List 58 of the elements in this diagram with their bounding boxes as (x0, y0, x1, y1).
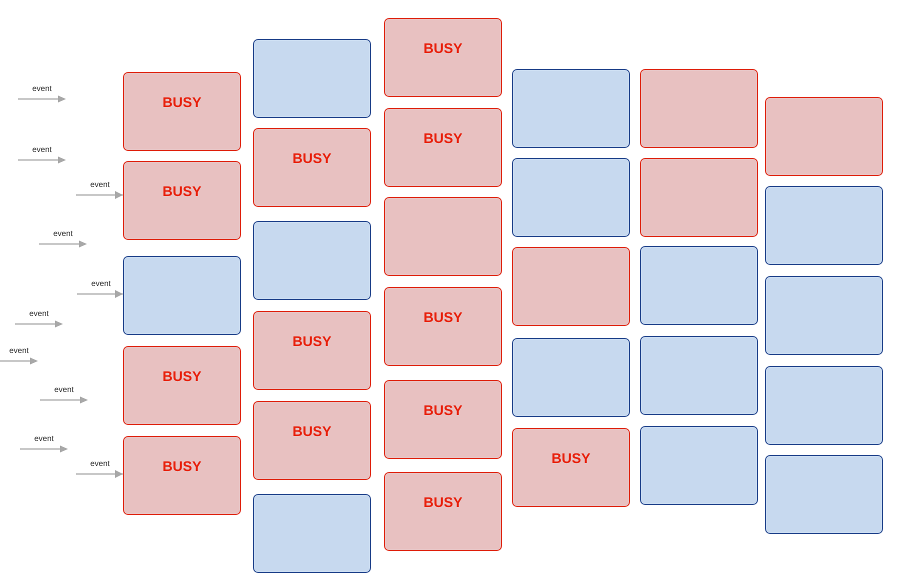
arrow (77, 290, 123, 298)
free-slot-box (765, 186, 883, 265)
event-label: event (9, 347, 29, 355)
busy-slot-box (512, 247, 630, 326)
busy-slot-box (384, 472, 502, 551)
status-text: BUSY (292, 150, 332, 166)
status-text: BUSY (552, 450, 590, 466)
free-slot-box (640, 336, 758, 415)
free-slot-box (765, 455, 883, 534)
status-text: BUSY (424, 40, 462, 56)
free-slot-box (765, 366, 883, 445)
arrow (76, 470, 123, 478)
busy-slot-box (512, 428, 630, 507)
busy-slot-box (123, 436, 241, 515)
status-text: BUSY (292, 423, 332, 439)
event-label: event (54, 386, 74, 394)
busy-slot-box (765, 97, 883, 176)
busy-slot-box (384, 287, 502, 366)
busy-slot-box (640, 158, 758, 237)
busy-slot-box (253, 311, 371, 390)
busy-slot-box (123, 72, 241, 151)
event-label: event (32, 85, 52, 93)
edge-label: event (90, 460, 110, 468)
status-text: BUSY (162, 368, 202, 384)
busy-slot-box (384, 108, 502, 187)
free-slot-box (253, 494, 371, 573)
busy-slot-box (384, 18, 502, 97)
free-slot-box (123, 256, 241, 335)
free-slot-box (765, 276, 883, 355)
event-label: event (53, 230, 73, 238)
event-label: event (34, 435, 54, 443)
arrow (76, 191, 123, 199)
free-slot-box (640, 246, 758, 325)
event-label: event (29, 310, 49, 318)
edge-label: event (90, 181, 110, 189)
status-text: BUSY (162, 458, 202, 474)
busy-slot-box (384, 380, 502, 459)
status-text: BUSY (162, 183, 202, 199)
busy-slot-box (253, 128, 371, 207)
free-slot-box (512, 158, 630, 237)
free-slot-box (512, 338, 630, 417)
free-slot-box (253, 221, 371, 300)
busy-slot-box (384, 197, 502, 276)
status-text: BUSY (292, 333, 332, 349)
status-text: BUSY (424, 402, 462, 418)
busy-slot-box (640, 69, 758, 148)
status-text: BUSY (162, 94, 202, 110)
free-slot-box (253, 39, 371, 118)
free-slot-box (640, 426, 758, 505)
status-text: BUSY (424, 494, 462, 510)
status-text: BUSY (424, 130, 462, 146)
busy-slot-box (123, 161, 241, 240)
status-text: BUSY (424, 309, 462, 325)
event-label: event (32, 146, 52, 154)
free-slot-box (512, 69, 630, 148)
busy-slot-box (253, 401, 371, 480)
busy-slot-box (123, 346, 241, 425)
edge-label: event (91, 280, 111, 288)
